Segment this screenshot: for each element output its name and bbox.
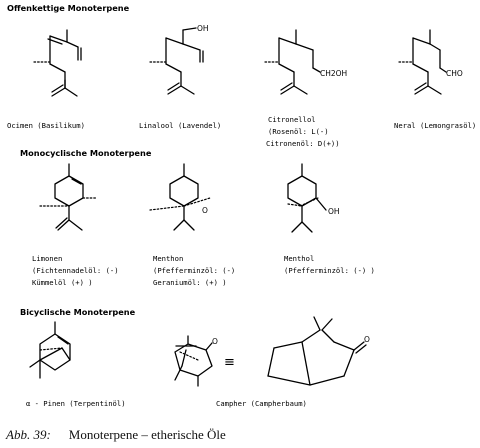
label-limonen-line3: Kümmelöl (+) ) [32,278,93,287]
label-menthol-line2: (Pfefferminzöl: (-) ) [284,266,375,275]
limonen-structure [39,163,97,231]
label-menthol: Menthol [284,254,315,263]
label-campher: Campher (Campherbaum) [216,399,307,408]
campher-o-label-1: O [212,337,218,346]
label-limonen: Limonen [32,254,63,263]
label-pinen: α - Pinen (Terpentinöl) [26,399,126,408]
label-linalool: Linalool (Lavendel) [139,121,222,130]
linalool-oh-label: OH [197,24,209,33]
label-neral: Neral (Lemongrasöl) [394,121,477,130]
neral-cho-label: CHO [446,69,463,78]
ocimen-structure [33,29,82,97]
menthon-structure: O [149,163,211,231]
heading-monocyclic: Monocyclische Monoterpene [20,148,152,158]
figure-caption: Abb. 39: Monoterpene – etherische Öle [6,427,226,443]
label-menthon-line2: (Pfefferminzöl: (-) [153,266,236,275]
figure-caption-tag: Abb. 39: [6,427,51,442]
label-menthon: Menthon [153,254,184,263]
menthol-oh-label: OH [328,207,340,216]
equivalence-symbol: ≡ [224,355,235,370]
label-citronellol: Citronellol [268,115,316,124]
citronellol-ch2oh-label: CH2OH [320,69,347,78]
citronellol-structure: CH2OH [264,29,347,95]
label-citronellol-line3: Citronenöl: D(+)) [266,139,340,148]
pinen-structure [29,321,71,379]
linalool-structure: OH [149,24,209,95]
figure-caption-text: Monoterpene – etherische Öle [68,427,226,442]
campher-o-label-2: O [364,335,370,344]
label-citronellol-line2: (Rosenöl: L(-) [268,127,329,136]
label-menthon-line3: Geraniumöl: (+) ) [153,278,227,287]
label-ocimen: Ocimen (Basilikum) [7,121,85,130]
campher-structure-2: O [267,316,370,386]
menthon-o-label: O [202,206,208,215]
campher-structure-1: O [174,335,218,387]
neral-structure: CHO [398,29,463,95]
menthol-structure: OH [287,163,340,233]
heading-bicyclic: Bicyclische Monoterpene [20,307,136,317]
label-limonen-line2: (Fichtennadelöl: (-) [32,266,119,275]
heading-open-chain: Offenkettige Monoterpene [7,3,130,13]
